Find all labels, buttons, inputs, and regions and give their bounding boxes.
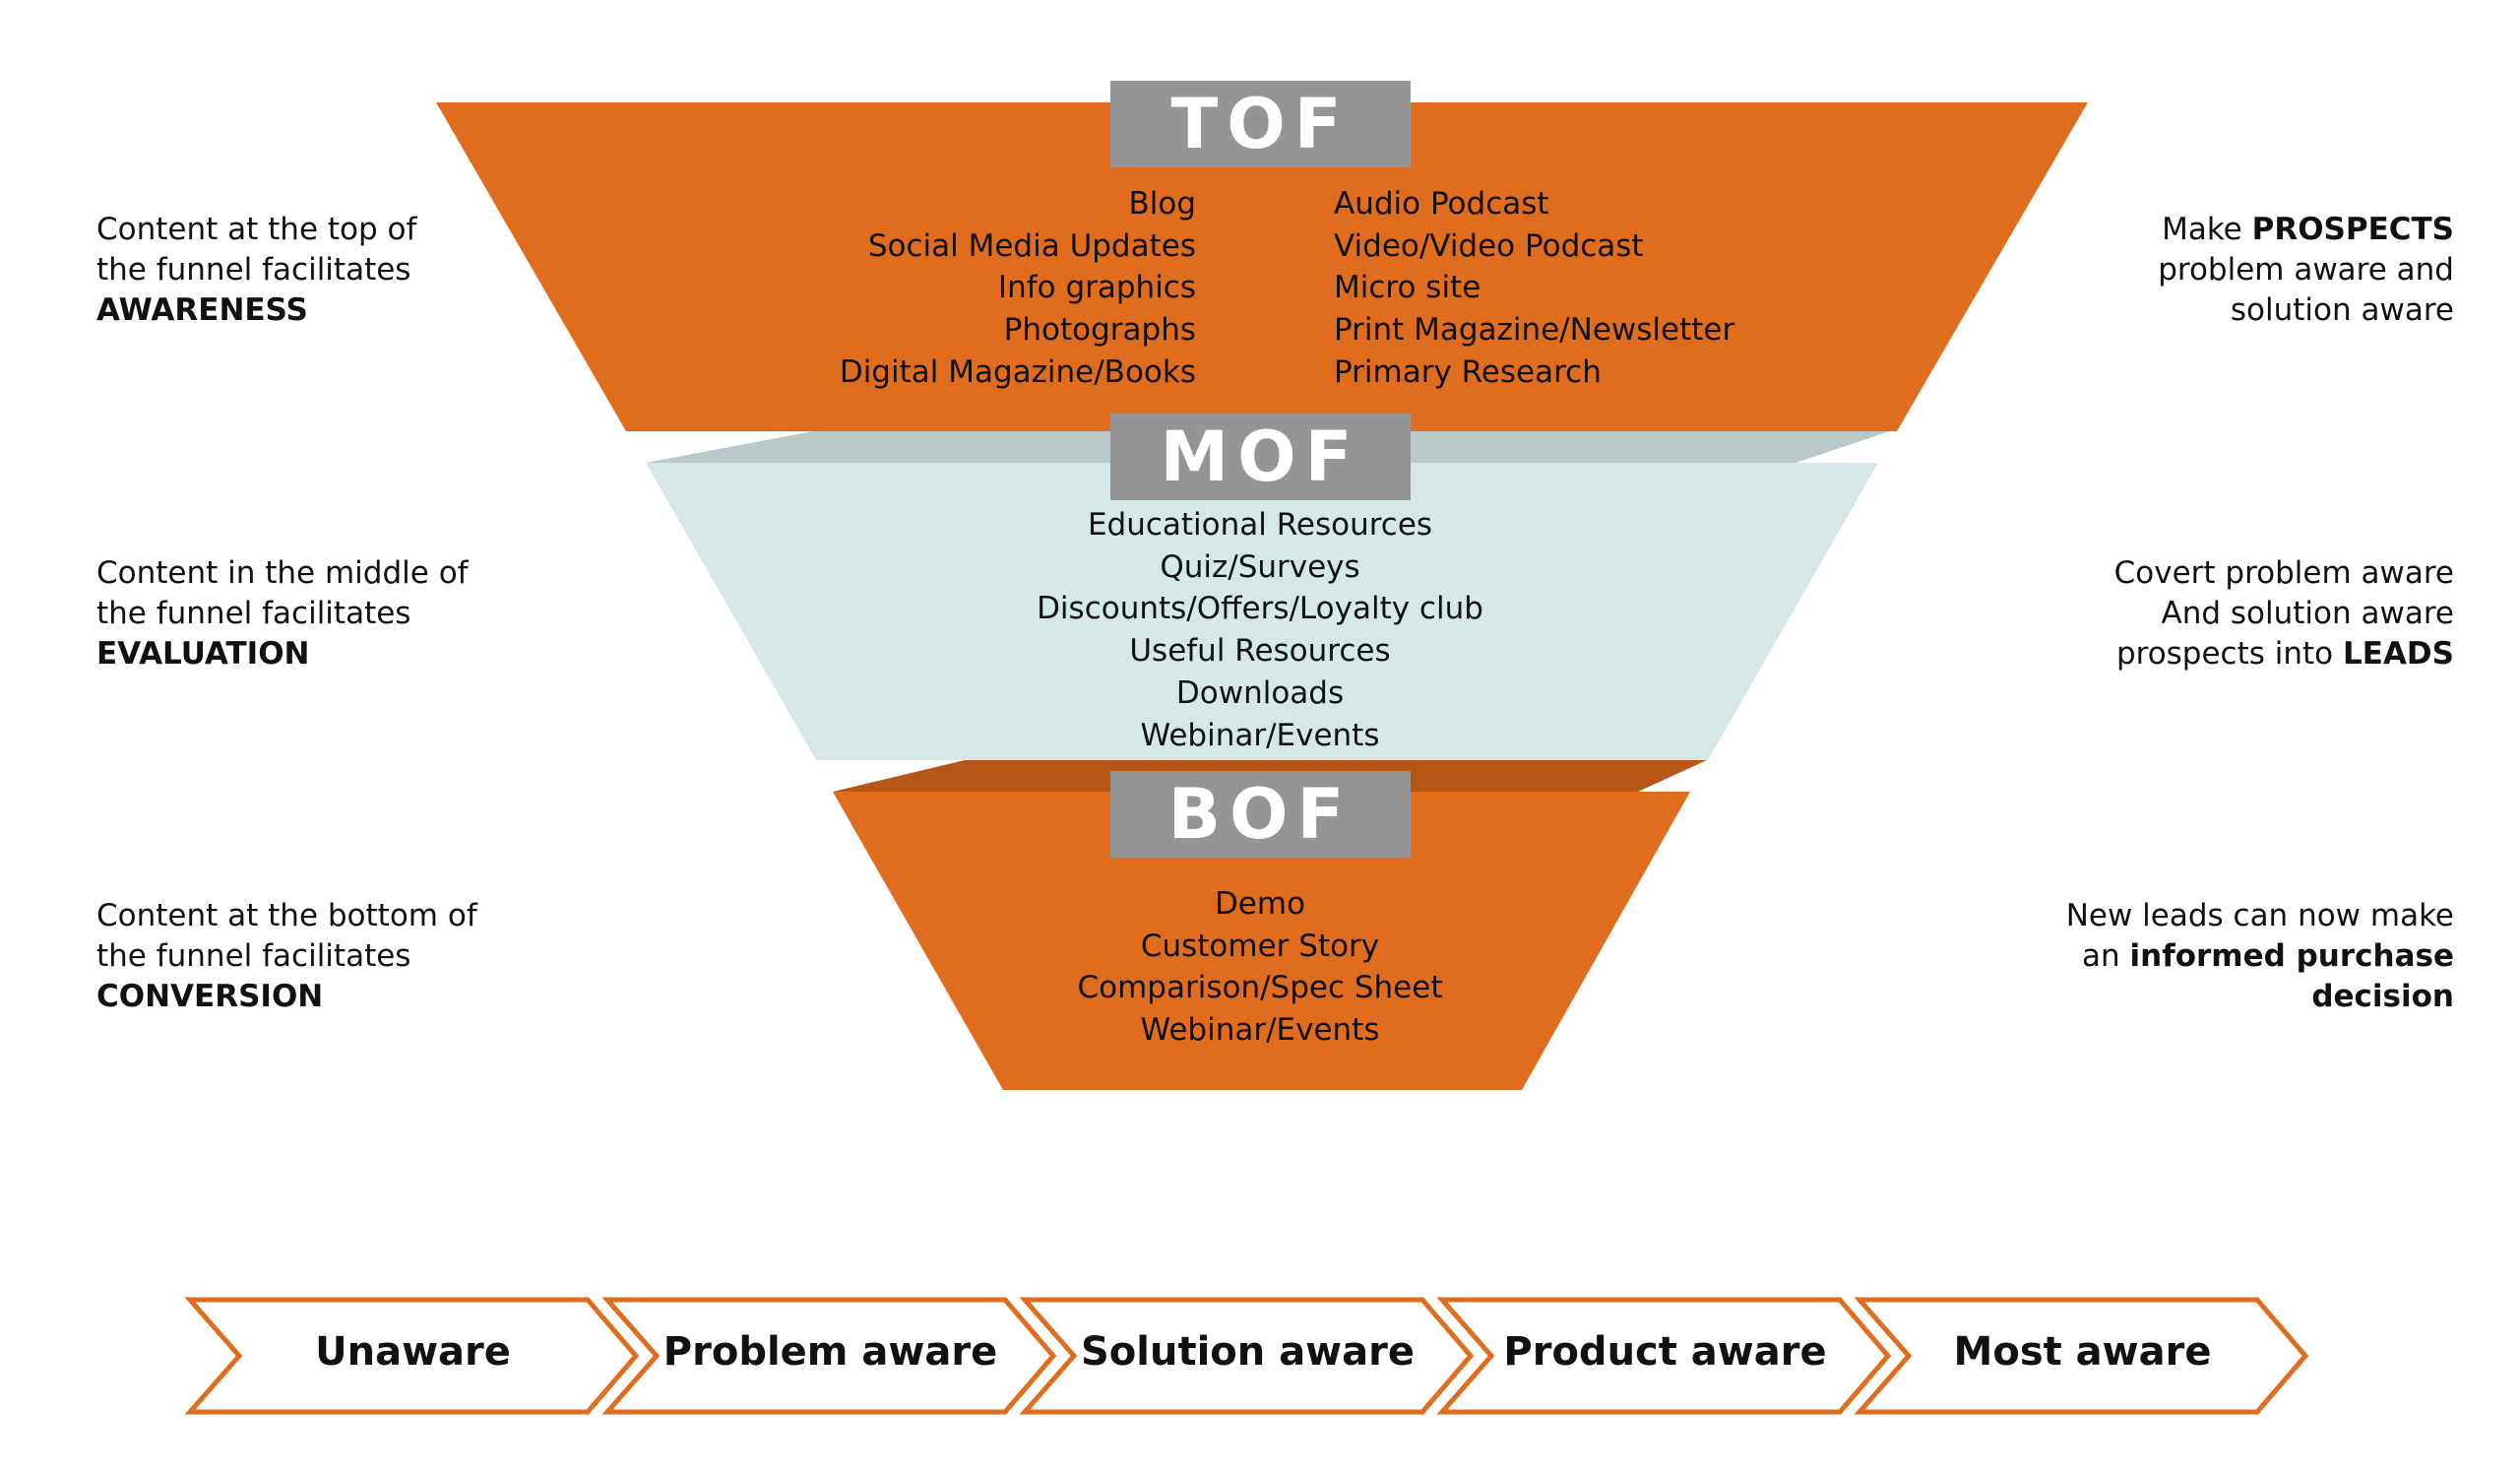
chevron-solution-aware	[1019, 1297, 1475, 1415]
note-line: the funnel facilitates	[96, 252, 411, 288]
list-item: Educational Resources	[1087, 507, 1433, 543]
note-line: And solution aware	[2161, 596, 2454, 631]
note-keyword: EVALUATION	[96, 636, 310, 672]
list-item: Quiz/Surveys	[1160, 548, 1360, 585]
list-item: Photographs	[1003, 312, 1196, 349]
note-line: Content at the top of	[96, 212, 417, 247]
chevron-label-solution-aware: Solution aware	[1081, 1329, 1415, 1375]
left-note-conversion: Content at the bottom of the funnel faci…	[96, 896, 477, 1017]
note-line: the funnel facilitates	[96, 596, 411, 631]
bof-segment	[833, 792, 1690, 1090]
list-item: Downloads	[1175, 674, 1345, 711]
tof-segment	[436, 102, 2088, 431]
list-item: Discounts/Offers/Loyalty club	[1037, 591, 1483, 627]
right-note-leads: Covert problem aware And solution aware …	[1870, 553, 2454, 674]
chevron-most-aware	[1854, 1297, 2309, 1415]
note-line: Content in the middle of	[96, 555, 469, 591]
note-keyword: AWARENESS	[96, 292, 308, 328]
note-line: Content at the bottom of	[96, 898, 477, 933]
chevron-problem-aware	[601, 1297, 1057, 1415]
list-item: Audio Podcast	[1334, 186, 1549, 222]
note-line: Make PROSPECTS	[2162, 212, 2454, 247]
list-item: Comparison/Spec Sheet	[1077, 970, 1443, 1006]
note-keyword: CONVERSION	[96, 979, 324, 1014]
list-item: Video/Video Podcast	[1334, 227, 1644, 264]
stage-label-mof: MOF	[1110, 414, 1411, 500]
note-line: the funnel facilitates	[96, 938, 411, 974]
list-item: Social Media Updates	[867, 227, 1196, 264]
note-line: decision	[2311, 979, 2454, 1014]
note-line: problem aware and	[2158, 252, 2454, 288]
chevron-label-unaware: Unaware	[315, 1329, 511, 1375]
list-item: Primary Research	[1334, 353, 1602, 390]
right-note-decision: New leads can now make an informed purch…	[1870, 896, 2454, 1017]
tof-items-right: Audio Podcast Video/Video Podcast Micro …	[1334, 183, 1767, 394]
stage-label-bof: BOF	[1110, 771, 1411, 858]
chevron-label-problem-aware: Problem aware	[662, 1329, 998, 1375]
list-item: Blog	[1128, 186, 1196, 222]
list-item: Digital Magazine/Books	[839, 353, 1196, 390]
note-line: New leads can now make	[2065, 898, 2454, 933]
note-line: prospects into LEADS	[2115, 636, 2454, 672]
note-line: Covert problem aware	[2113, 555, 2454, 591]
chevron-product-aware	[1436, 1297, 1892, 1415]
list-item: Info graphics	[997, 270, 1196, 306]
awareness-chevrons	[184, 1297, 2309, 1415]
left-note-awareness: Content at the top of the funnel facilit…	[96, 210, 416, 331]
stage-label-tof: TOF	[1110, 81, 1411, 167]
list-item: Demo	[1214, 886, 1306, 922]
note-line: solution aware	[2230, 292, 2454, 328]
chevron-unaware	[184, 1297, 640, 1415]
list-item: Customer Story	[1140, 928, 1380, 964]
mof-segment	[646, 463, 1878, 760]
chevron-label-product-aware: Product aware	[1503, 1329, 1827, 1375]
list-item: Webinar/Events	[1140, 1012, 1380, 1049]
note-line: an informed purchase	[2082, 938, 2454, 974]
list-item: Micro site	[1334, 270, 1481, 306]
tof-items-left: Blog Social Media Updates Info graphics …	[788, 183, 1196, 394]
list-item: Useful Resources	[1129, 633, 1391, 670]
chevron-label-most-aware: Most aware	[1953, 1329, 2212, 1375]
bof-items: Demo Customer Story Comparison/Spec Shee…	[965, 883, 1555, 1052]
list-item: Print Magazine/Newsletter	[1334, 312, 1735, 349]
right-note-prospects: Make PROSPECTS problem aware and solutio…	[1870, 210, 2454, 331]
list-item: Webinar/Events	[1140, 717, 1380, 753]
mof-items: Educational Resources Quiz/Surveys Disco…	[965, 504, 1555, 756]
left-note-evaluation: Content in the middle of the funnel faci…	[96, 553, 469, 674]
